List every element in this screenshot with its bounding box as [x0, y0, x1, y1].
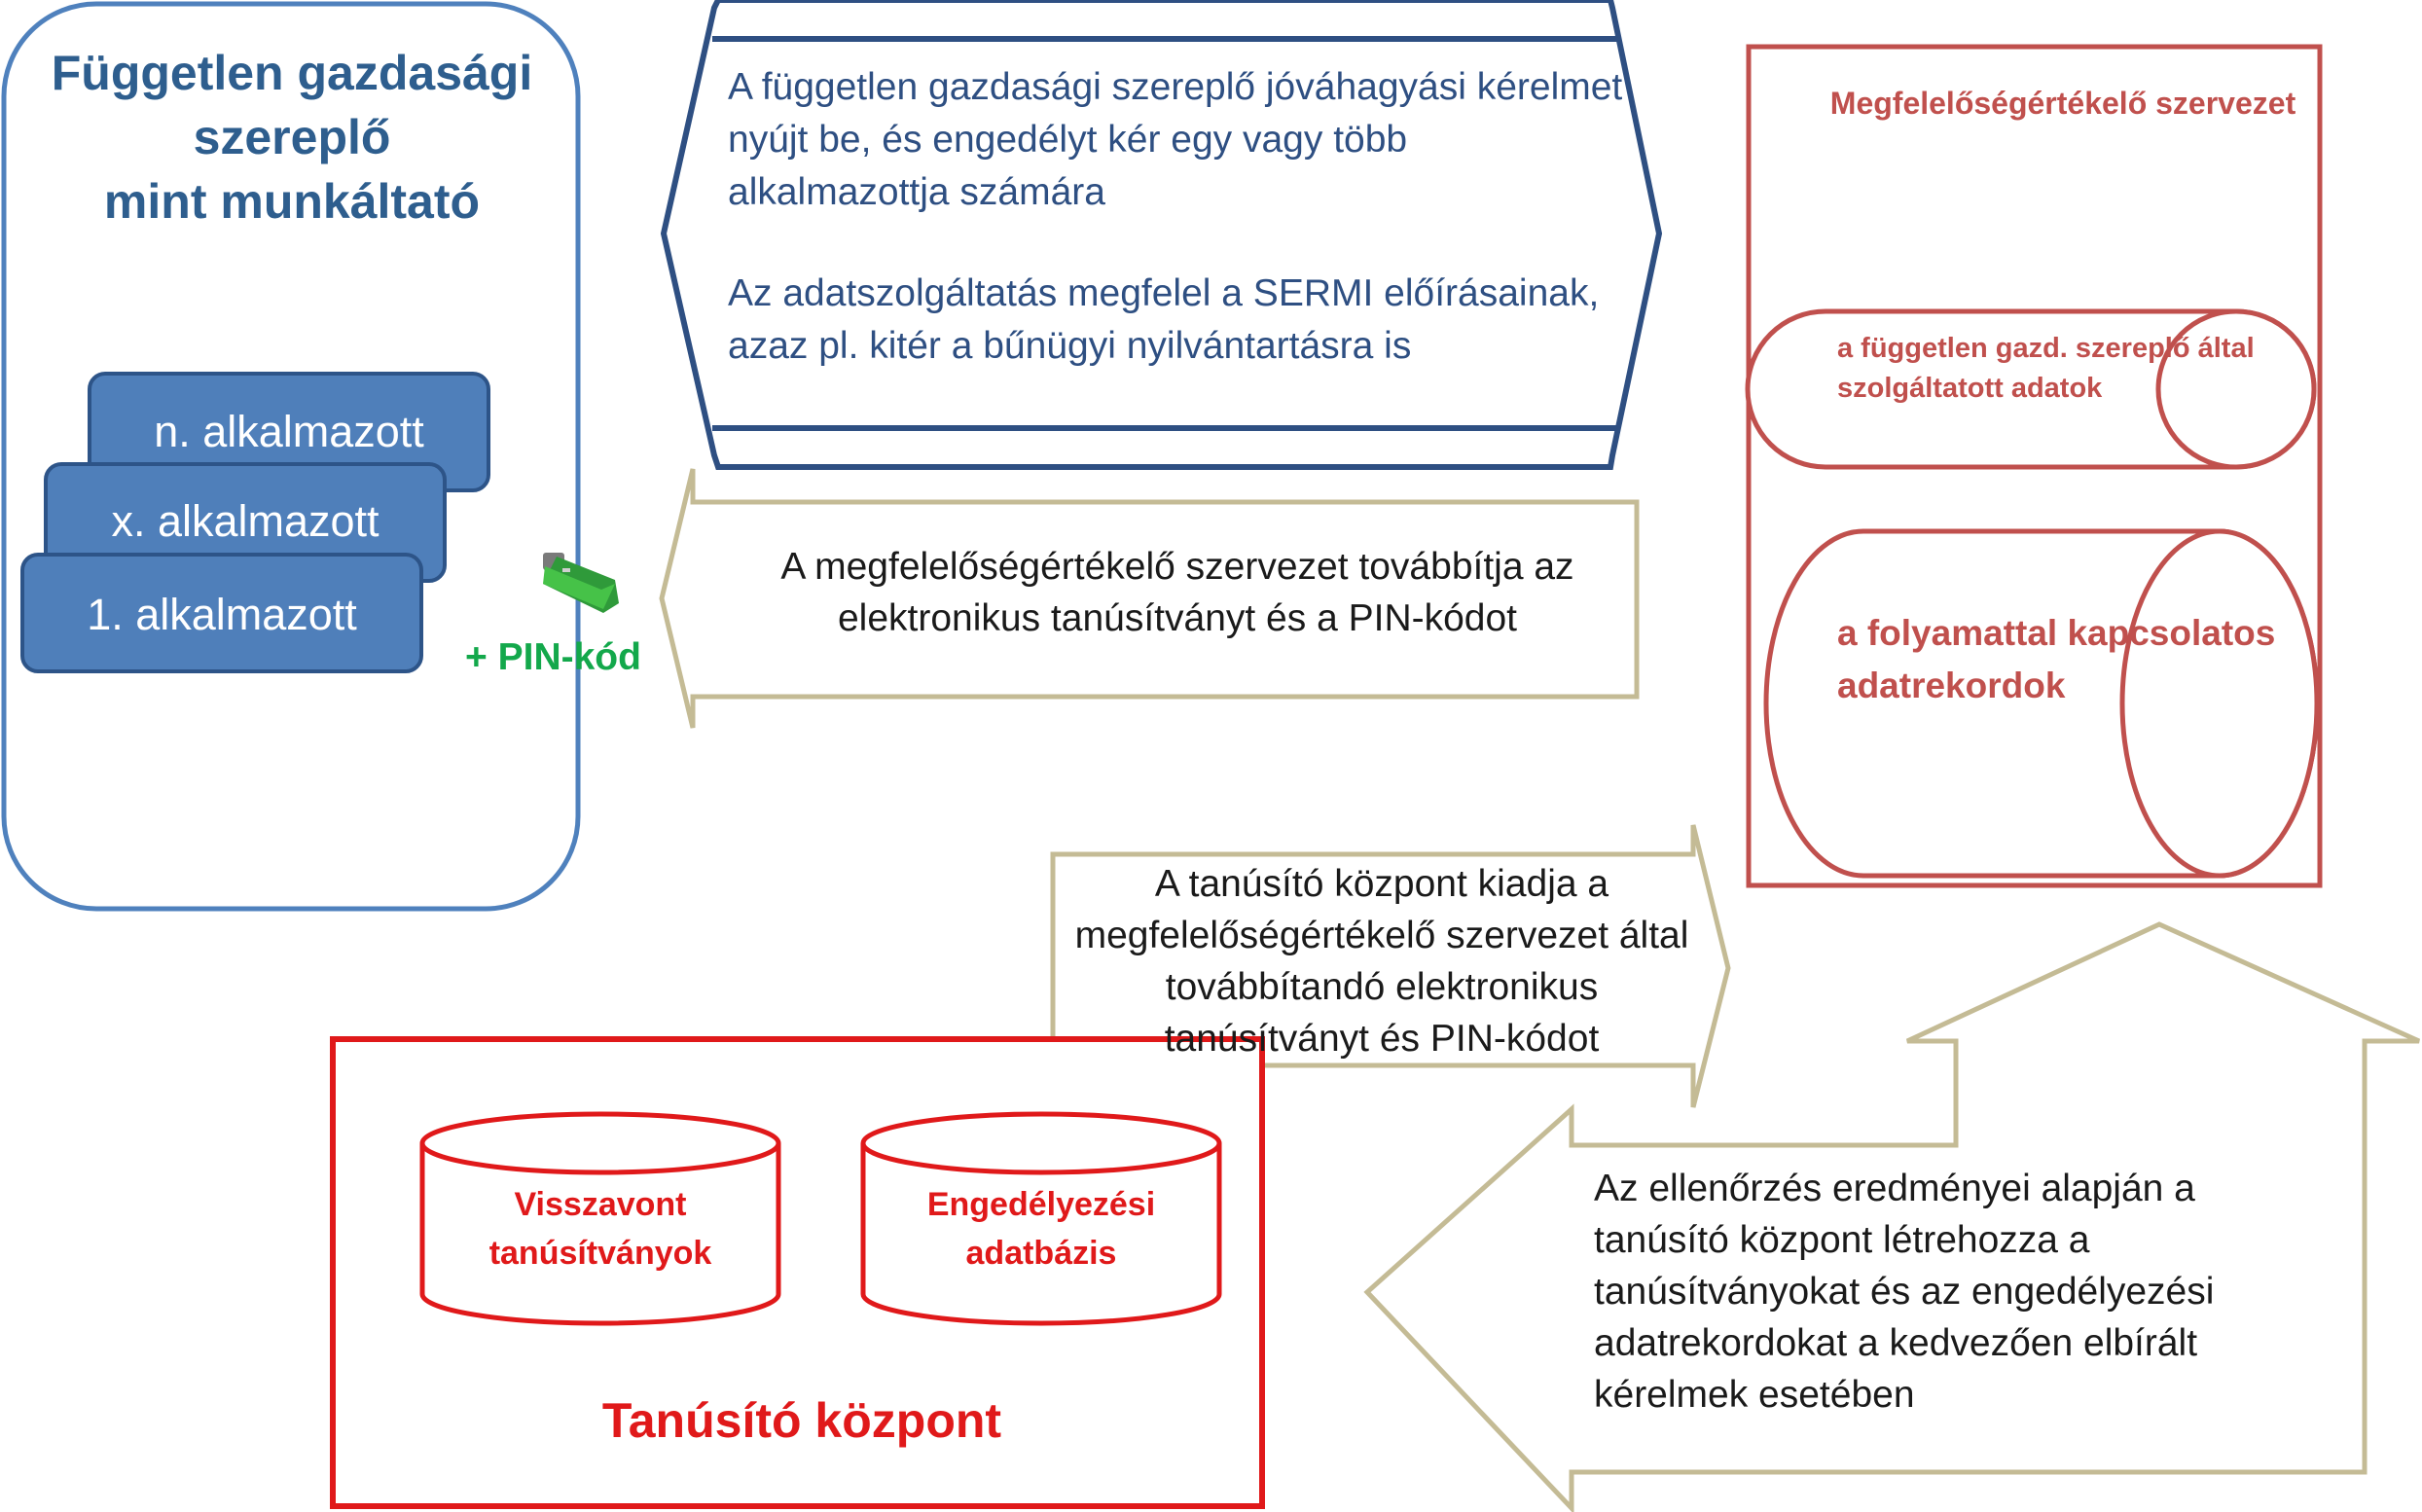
forward-arrow: [659, 468, 1640, 729]
application-double-arrow: [660, 0, 1663, 470]
issue-arrow-text: A tanúsító központ kiadja a megfelelőség…: [1074, 863, 1689, 1060]
employee-label-1: 1. alkalmazott: [87, 590, 357, 639]
conformity-body-title: Megfelelőségértékelő szervezet: [1829, 86, 2296, 121]
result-arrow: [1363, 921, 2421, 1512]
authorization-db-cylinder: [860, 1111, 1222, 1326]
data-store-1-label: a független gazd. szereplő által szolgál…: [1837, 333, 2255, 404]
revoked-db-cylinder: [419, 1111, 781, 1326]
application-arrow-text: A független gazdasági szereplő jóváhagyá…: [728, 61, 1623, 373]
usb-token-icon: [543, 553, 619, 613]
certification-center-title: Tanúsító központ: [601, 1393, 1002, 1448]
data-store-2-cylinder: [1763, 528, 2320, 879]
operator-title-line-1: Független gazdasági: [51, 46, 533, 100]
revoked-db-label: Visszavont tanúsítványok: [488, 1186, 712, 1272]
result-arrow-text: Az ellenőrzés eredményei alapján a tanús…: [1594, 1168, 2215, 1416]
employee-box-1: [20, 553, 423, 673]
data-store-2-label: a folyamattal kapcsolatos adatrekordok: [1837, 613, 2276, 705]
data-store-1-cylinder: [1745, 308, 2317, 470]
pin-code-label: + PIN-kód: [465, 636, 641, 678]
application-paragraph-1: A független gazdasági szereplő jóváhagyá…: [728, 66, 1623, 213]
operator-title: Független gazdasági szereplő mint munkál…: [19, 41, 564, 234]
authorization-db-label: Engedélyezési adatbázis: [926, 1186, 1156, 1272]
application-paragraph-2: Az adatszolgáltatás megfelel a SERMI elő…: [728, 272, 1600, 367]
operator-title-line-3: mint munkáltató: [103, 174, 481, 229]
employee-label-x: x. alkalmazott: [111, 496, 380, 546]
operator-title-line-2: szereplő: [193, 110, 391, 164]
employee-label-n: n. alkalmazott: [154, 407, 424, 456]
forward-arrow-text: A megfelelőségértékelő szervezet továbbí…: [780, 546, 1574, 639]
